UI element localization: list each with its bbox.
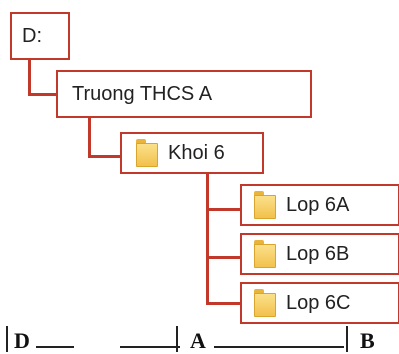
school-folder-label: Truong THCS A — [72, 82, 213, 105]
class-folder-label: Lop 6C — [286, 291, 351, 314]
class-folder-node-6b: Lop 6B — [240, 233, 399, 275]
row-separator — [6, 326, 8, 352]
cropped-letter: D — [14, 328, 30, 353]
folder-icon — [254, 289, 276, 317]
class-folder-label: Lop 6A — [286, 193, 350, 216]
connector-class-6c — [206, 302, 242, 305]
connector-school-horizontal — [88, 155, 122, 158]
row-underline — [120, 346, 180, 348]
connector-root-vertical — [28, 60, 31, 96]
class-folder-node-6a: Lop 6A — [240, 184, 399, 226]
connector-school-vertical — [88, 118, 91, 158]
connector-root-horizontal — [28, 93, 58, 96]
cropped-letter: A — [190, 328, 206, 353]
folder-icon — [136, 139, 158, 167]
class-folder-label: Lop 6B — [286, 242, 350, 265]
connector-class-6a — [206, 208, 242, 211]
root-drive-node: D: — [10, 12, 70, 60]
row-separator — [346, 326, 348, 352]
connector-grade-vertical — [206, 172, 209, 304]
folder-icon — [254, 240, 276, 268]
class-folder-node-6c: Lop 6C — [240, 282, 399, 324]
row-underline — [36, 346, 74, 348]
cropped-letter: B — [360, 328, 375, 353]
grade-folder-label: Khoi 6 — [168, 141, 225, 164]
cropped-bottom-row: D A B — [0, 326, 399, 353]
root-drive-label: D: — [22, 24, 42, 47]
connector-class-6b — [206, 256, 242, 259]
school-folder-node: Truong THCS A — [56, 70, 312, 118]
row-separator — [176, 326, 178, 352]
row-underline — [214, 346, 344, 348]
grade-folder-node: Khoi 6 — [120, 132, 264, 174]
folder-icon — [254, 191, 276, 219]
